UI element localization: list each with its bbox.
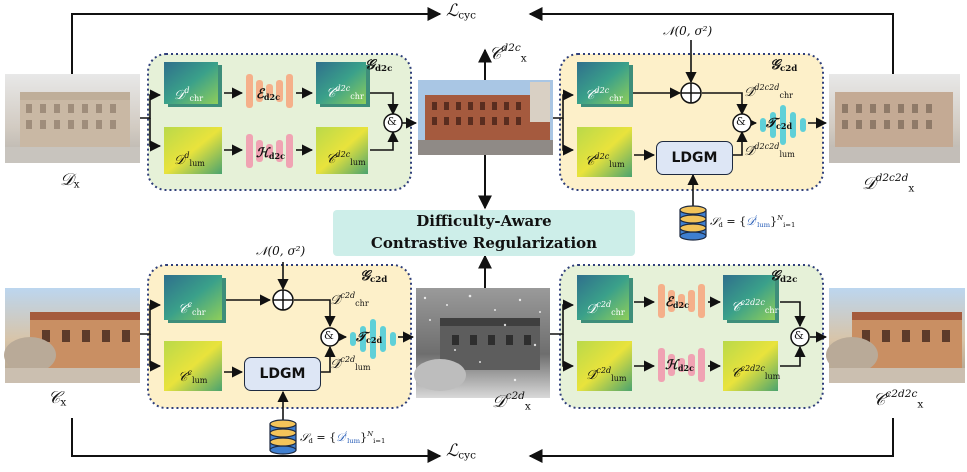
- feat-label-tl-chr-in: 𝒟dchr: [174, 86, 204, 104]
- featmap-br-lum-in: [577, 341, 632, 391]
- label-degraded: 𝒟c2dx: [492, 390, 531, 413]
- encoder-h-top-label: ℋd2c: [256, 146, 285, 161]
- featmap-bl-chr-in: [164, 275, 226, 323]
- featmap-tl-chr-in: [164, 62, 222, 107]
- feat-label-br-lum-out: 𝒞̂c2d2clum: [731, 364, 781, 382]
- featmap-br-lum-out: [723, 341, 778, 391]
- label-tr-lum-out: 𝒟̂d2c2dlum: [744, 142, 795, 160]
- merge-sym-tl: &: [387, 115, 397, 128]
- label-dehazed: 𝒞d2cx: [489, 42, 527, 65]
- encoder-h-bottom: [658, 348, 705, 382]
- feat-label-tr-chr-in: 𝒞̂d2cchr: [585, 86, 623, 104]
- noise-label-tr: 𝒩(0, σ²): [663, 24, 713, 38]
- encoder-e-top: [246, 74, 293, 108]
- ldgm-block-bottom: LDGM: [244, 357, 321, 391]
- featmap-br-chr-out: [723, 275, 779, 323]
- photo-input-hazy: [5, 74, 140, 163]
- merge-op-tl: [383, 113, 403, 133]
- cycle-arrow-bottom-right: [528, 418, 894, 463]
- merge-op-bl: [320, 327, 340, 347]
- noise-label-bl: 𝒩(0, σ²): [256, 244, 306, 258]
- feat-label-bl-chr-in: 𝒞cchr: [178, 300, 206, 318]
- featmap-tl-lum-out: [316, 127, 368, 174]
- featmap-tl-lum-in: [164, 127, 222, 174]
- feat-label-bl-lum-in: 𝒞clum: [178, 368, 208, 386]
- feat-label-tl-lum-in: 𝒟dlum: [174, 151, 205, 169]
- feat-label-tr-lum-in: 𝒞̂d2clum: [585, 152, 625, 170]
- featmap-br-chr-in: [577, 275, 633, 323]
- featmap-bl-lum-in: [164, 341, 222, 391]
- encoder-e-bottom-label: ℰd2c: [665, 295, 690, 310]
- add-op-tr: [680, 82, 702, 104]
- label-input-hazy: 𝒟x: [60, 170, 80, 191]
- gen-name-tl: 𝒢d2c: [365, 57, 393, 75]
- feat-label-tl-lum-out: 𝒞̂d2clum: [326, 150, 366, 168]
- label-input-clear: 𝒞x: [48, 388, 67, 409]
- gen-name-br: 𝒢d2c: [770, 268, 798, 286]
- merge-sym-tr: &: [736, 115, 746, 128]
- add-op-bl: [272, 289, 294, 311]
- label-output-rehazed: 𝒟d2c2dx: [862, 172, 915, 195]
- decoder-t-bottom-label: 𝒯c2d: [356, 330, 383, 345]
- featmap-tr-chr-in: [577, 62, 633, 107]
- dacr-box: Difficulty-Aware Contrastive Regularizat…: [333, 210, 635, 256]
- encoder-e-top-label: ℰd2c: [256, 87, 281, 102]
- gen-name-tr: 𝒢c2d: [770, 57, 798, 75]
- encoder-h-top: [246, 134, 293, 168]
- merge-op-tr: [732, 113, 752, 133]
- dacr-line1: Difficulty-Aware: [416, 212, 552, 230]
- database-icon-top: [679, 205, 707, 241]
- photo-degraded-snow: [414, 288, 550, 398]
- feat-label-br-lum-in: 𝒟̂c2dlum: [586, 366, 627, 384]
- photo-dehazed: [418, 80, 553, 155]
- merge-sym-br: &: [794, 329, 804, 342]
- label-bl-lum-out: 𝒟̂c2dlum: [330, 355, 371, 373]
- encoder-h-bottom-label: ℋd2c: [665, 358, 694, 373]
- featmap-tr-lum-in: [577, 127, 632, 177]
- cycle-arrow-top-left: [71, 7, 442, 74]
- feat-label-tl-chr-out: 𝒞̂d2cchr: [326, 84, 364, 102]
- cycle-arrow-bottom-left: [71, 418, 442, 463]
- decoder-t-top: [760, 105, 806, 145]
- label-bl-chr-out: 𝒟̂c2dchr: [330, 291, 369, 309]
- merge-sym-bl: &: [324, 329, 334, 342]
- bank-label-top: 𝒮d = {𝒟ilum}Ni=1: [710, 214, 796, 229]
- merge-op-br: [790, 327, 810, 347]
- feat-label-br-chr-out: 𝒞̂c2d2cchr: [731, 298, 779, 316]
- loss-cycle-top: ℒcyc: [446, 1, 476, 22]
- bank-label-bottom: 𝒮d = {𝒟ilum}Ni=1: [300, 430, 386, 445]
- label-output-clear: 𝒞c2d2cx: [873, 388, 924, 411]
- photo-input-clear: [4, 288, 140, 383]
- featmap-tl-chr-out: [316, 62, 370, 107]
- photo-output-rehazed: [829, 74, 960, 163]
- cycle-arrow-top-right: [528, 7, 894, 74]
- ldgm-block-top: LDGM: [656, 141, 733, 175]
- encoder-e-bottom: [658, 284, 705, 318]
- dacr-line2: Contrastive Regularization: [370, 234, 598, 252]
- photo-output-clear: [826, 288, 965, 383]
- decoder-t-top-label: 𝒯c2d: [766, 116, 793, 131]
- database-icon-bottom: [269, 419, 297, 455]
- gen-name-bl: 𝒢c2d: [360, 268, 388, 286]
- decoder-t-bottom: [350, 319, 396, 359]
- label-tr-chr-out: 𝒟̂d2c2dchr: [744, 83, 793, 101]
- feat-label-br-chr-in: 𝒟̂c2dchr: [586, 300, 625, 318]
- loss-cycle-bottom: ℒcyc: [446, 441, 476, 462]
